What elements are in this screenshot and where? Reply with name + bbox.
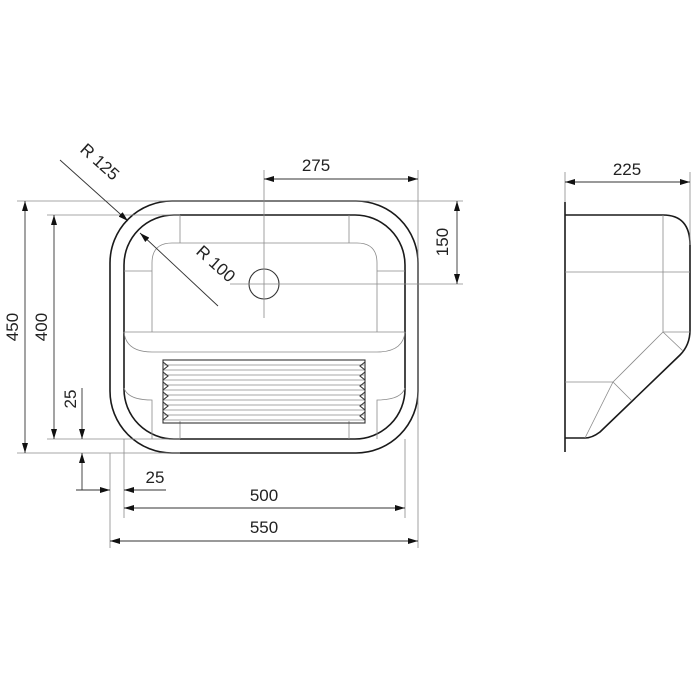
top-view: 275 150 450 400 25 25 500 550 R 125 R 10… xyxy=(3,140,463,548)
dim-150-label: 150 xyxy=(433,228,452,256)
extension-lines xyxy=(17,170,463,548)
dim-500-label: 500 xyxy=(250,486,278,505)
basin-corner-lines xyxy=(123,215,406,439)
basin-upper-area xyxy=(151,242,378,332)
side-profile-details xyxy=(565,215,690,439)
side-profile-outline xyxy=(565,214,691,439)
side-view: 225 xyxy=(564,160,691,452)
drain-centerlines xyxy=(230,170,463,318)
sink-inner-rim xyxy=(123,214,406,440)
radius-100-leader xyxy=(139,232,219,307)
radius-100-label: R 100 xyxy=(192,242,238,286)
dim-400-label: 400 xyxy=(32,313,51,341)
dim-450-label: 450 xyxy=(3,313,22,341)
dim-25h-label: 25 xyxy=(146,468,165,487)
radius-125-leader xyxy=(59,159,129,222)
dim-550-label: 550 xyxy=(250,518,278,537)
dim-275-label: 275 xyxy=(302,156,330,175)
radius-125-label: R 125 xyxy=(76,140,122,184)
washboard xyxy=(162,359,366,424)
dim-225-label: 225 xyxy=(613,160,641,179)
dim-25v-label: 25 xyxy=(61,390,80,409)
